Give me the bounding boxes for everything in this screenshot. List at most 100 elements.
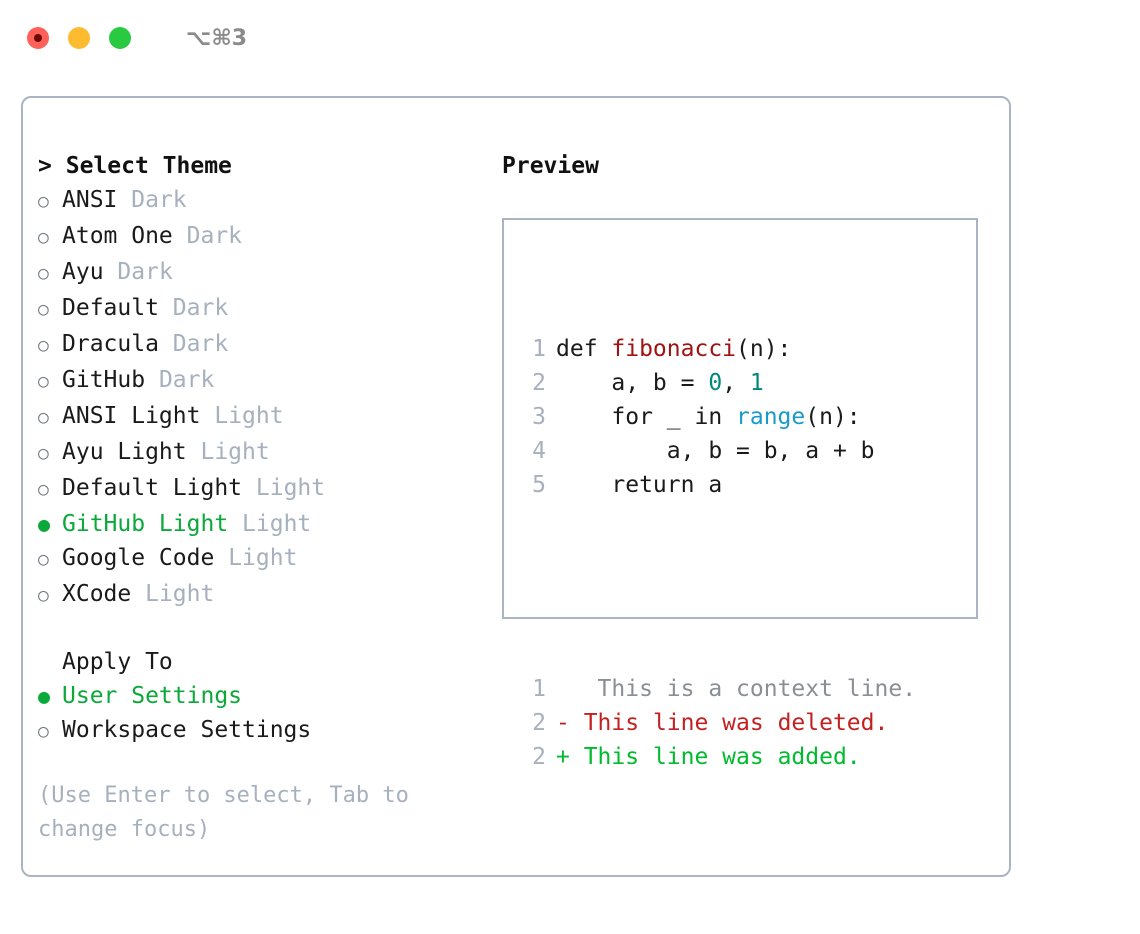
- code-line: 3 for _ in range(n):: [516, 400, 916, 434]
- diff-lines: 1 This is a context line.2- This line wa…: [516, 672, 916, 774]
- theme-item-atom-one[interactable]: ○ Atom One Dark: [38, 219, 478, 255]
- code-token-plain: (n):: [805, 404, 861, 430]
- theme-item-kind: Dark: [131, 187, 187, 213]
- keyboard-hint: (Use Enter to select, Tab to change focu…: [38, 783, 423, 842]
- keyboard-shortcut-label: ⌥⌘3: [186, 25, 248, 51]
- diff-line-number: 2: [532, 744, 546, 770]
- theme-item-name: GitHub Light: [62, 511, 229, 537]
- theme-item-name: Atom One: [62, 223, 173, 249]
- diff-line-del: 2- This line was deleted.: [516, 706, 916, 740]
- main-panel: > Select Theme ○ANSI Dark○Atom One Dark○…: [21, 96, 1011, 877]
- close-button[interactable]: [27, 27, 49, 49]
- diff-marker: [556, 676, 570, 702]
- radio-unselected-icon: ○: [38, 721, 49, 742]
- radio-selected-icon: ●: [38, 684, 51, 708]
- radio-unselected-icon: ○: [38, 585, 49, 606]
- code-token-num: 1: [749, 370, 764, 396]
- apply-to-list: ●User Settings○Workspace Settings: [38, 679, 478, 749]
- radio-unselected-icon: ○: [38, 335, 49, 356]
- theme-item-name: Default Light: [62, 475, 243, 501]
- apply-to-option-workspace-settings[interactable]: ○Workspace Settings: [38, 713, 478, 749]
- theme-item-name: Dracula: [62, 331, 159, 357]
- theme-item-name: XCode: [62, 581, 132, 607]
- maximize-button[interactable]: [109, 27, 131, 49]
- code-line: 4 a, b = b, a + b: [516, 434, 916, 468]
- theme-item-ansi-light[interactable]: ○ANSI Light Light: [38, 399, 478, 435]
- radio-unselected-icon: ○: [38, 227, 49, 248]
- radio-selected-icon: ●: [38, 512, 51, 536]
- apply-to-heading: Apply To: [38, 645, 478, 679]
- theme-item-kind: Dark: [172, 295, 229, 321]
- theme-item-gap: [104, 255, 118, 289]
- theme-item-ayu-light[interactable]: ○ Ayu Light Light: [38, 435, 478, 471]
- theme-item-default-light[interactable]: ○ Default Light Light: [38, 471, 478, 507]
- theme-picker-column: > Select Theme ○ANSI Dark○Atom One Dark○…: [38, 149, 478, 847]
- theme-item-name: Ayu Light: [62, 439, 187, 465]
- code-token-call: range: [736, 404, 806, 430]
- code-token-plain: return a: [556, 472, 723, 498]
- select-theme-label: Select Theme: [65, 153, 232, 179]
- code-line-text: a, b = 0, 1: [546, 366, 764, 400]
- code-token-num: 0: [708, 370, 723, 396]
- radio-unselected-icon: ○: [38, 407, 49, 428]
- code-line-text: a, b = b, a + b: [546, 434, 875, 468]
- select-theme-heading: > Select Theme: [38, 149, 478, 183]
- apply-to-option-user-settings[interactable]: ●User Settings: [38, 679, 478, 713]
- theme-item-xcode[interactable]: ○ XCode Light: [38, 577, 478, 613]
- radio-unselected-icon: ○: [38, 443, 49, 464]
- code-line-number: 4: [532, 438, 546, 464]
- theme-item-github-light[interactable]: ●GitHub Light Light: [38, 507, 478, 541]
- theme-item-kind: Light: [200, 439, 270, 465]
- theme-item-ansi[interactable]: ○ANSI Dark: [38, 183, 478, 219]
- code-token-plain: a, b = b, a + b: [556, 438, 875, 464]
- theme-item-name: ANSI: [62, 187, 118, 213]
- diff-line-add: 2+ This line was added.: [516, 740, 916, 774]
- theme-item-name: Default: [62, 295, 159, 321]
- theme-item-kind: Light: [145, 581, 215, 607]
- theme-item-gap: [242, 471, 256, 505]
- theme-item-kind: Dark: [158, 367, 215, 393]
- traffic-light-group: [27, 27, 131, 49]
- code-line-number: 2: [532, 370, 546, 396]
- diff-line-number: 2: [532, 710, 546, 736]
- theme-item-name: Ayu: [62, 259, 104, 285]
- diff-body: This is a context line.: [569, 676, 917, 702]
- diff-line-ctx: 1 This is a context line.: [516, 672, 916, 706]
- theme-item-default[interactable]: ○ Default Dark: [38, 291, 478, 327]
- code-token-plain: a, b =: [556, 370, 709, 396]
- radio-unselected-icon: ○: [38, 299, 49, 320]
- theme-item-kind: Light: [255, 475, 326, 501]
- theme-item-gap: [200, 399, 214, 433]
- code-token-plain: for _ in: [556, 404, 737, 430]
- prompt-caret: >: [38, 153, 52, 179]
- theme-item-gap: [228, 507, 242, 541]
- theme-item-name: GitHub: [62, 367, 146, 393]
- code-line-text: def fibonacci(n):: [546, 332, 791, 366]
- radio-unselected-icon: ○: [38, 479, 49, 500]
- apply-to-label: Apply To: [62, 649, 173, 675]
- radio-unselected-icon: ○: [38, 549, 49, 570]
- theme-item-google-code[interactable]: ○Google Code Light: [38, 541, 478, 577]
- diff-line-text: This is a context line.: [546, 672, 917, 706]
- diff-body: This line was added.: [569, 744, 861, 770]
- theme-item-kind: Dark: [186, 223, 243, 249]
- code-token-plain: (n):: [736, 336, 792, 362]
- theme-item-dracula[interactable]: ○Dracula Dark: [38, 327, 478, 363]
- code-line-number: 3: [532, 404, 546, 430]
- theme-item-kind: Light: [228, 545, 298, 571]
- title-bar: ⌥⌘3: [0, 0, 1140, 76]
- code-blank-line: [516, 570, 916, 604]
- theme-list: ○ANSI Dark○Atom One Dark○Ayu Dark○Defaul…: [38, 183, 478, 613]
- theme-item-ayu[interactable]: ○Ayu Dark: [38, 255, 478, 291]
- preview-heading: Preview: [502, 153, 599, 179]
- theme-item-github[interactable]: ○GitHub Dark: [38, 363, 478, 399]
- code-token-plain: def: [556, 336, 612, 362]
- theme-item-gap: [187, 435, 201, 469]
- code-line-text: return a: [546, 468, 722, 502]
- diff-line-number: 1: [532, 676, 546, 702]
- diff-line-text: - This line was deleted.: [546, 706, 888, 740]
- minimize-button[interactable]: [68, 27, 90, 49]
